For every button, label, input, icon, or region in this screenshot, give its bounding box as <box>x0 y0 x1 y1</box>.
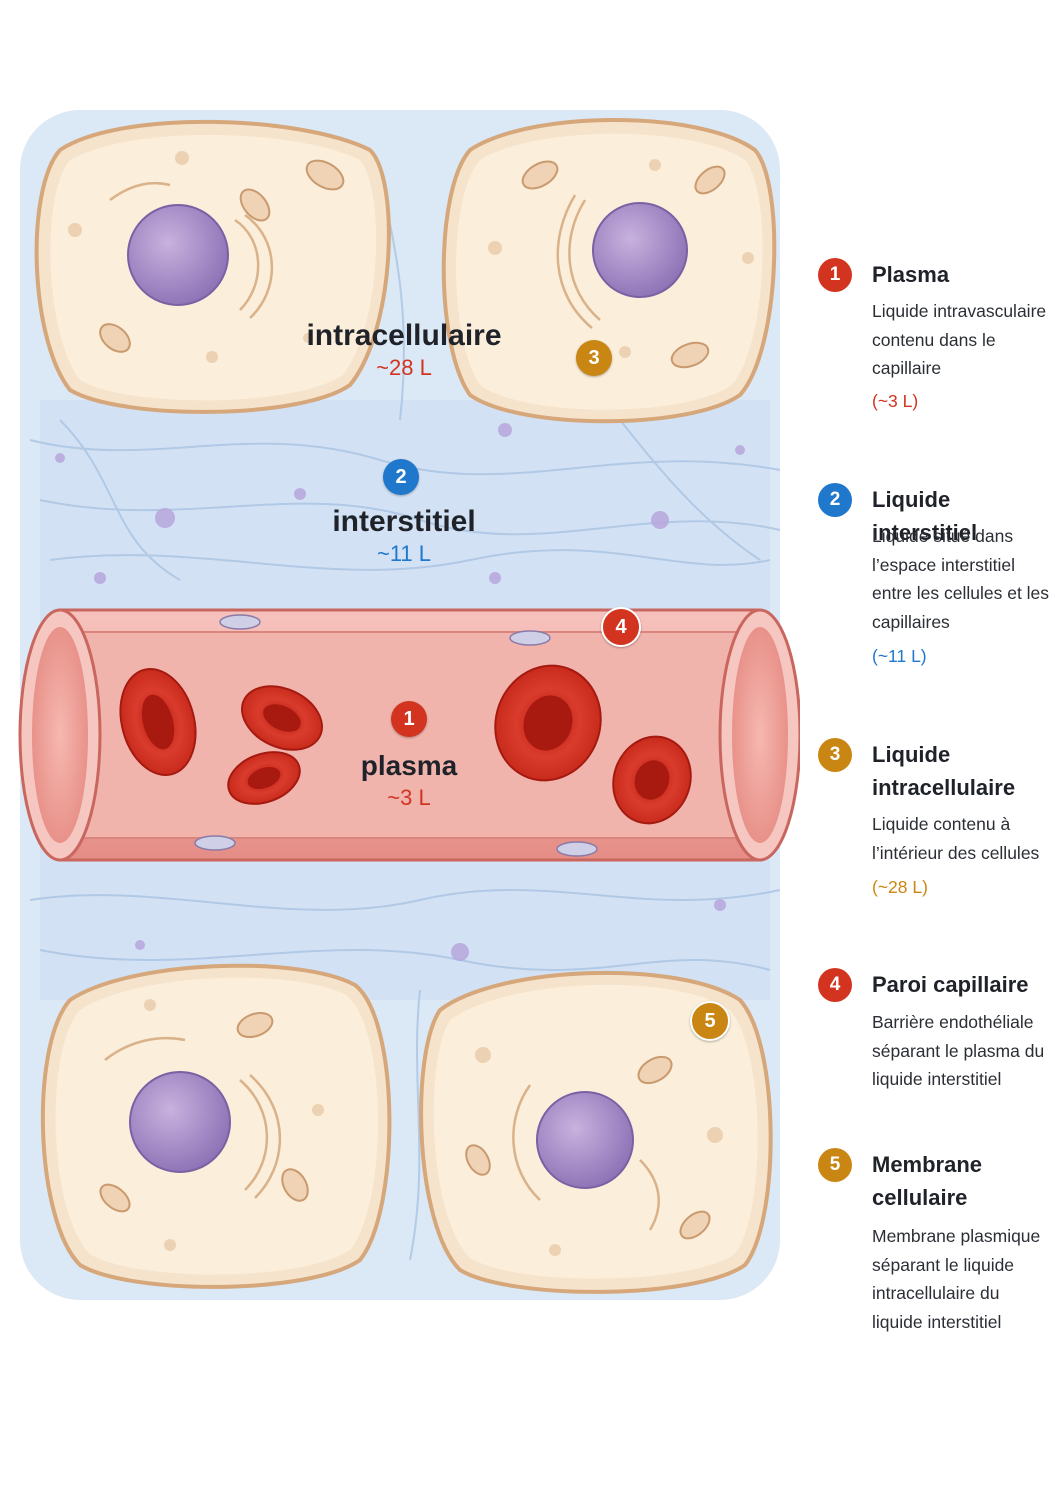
intracellular-area-label: intracellulaire ~28 L <box>306 318 501 382</box>
marker-3-intracellular: 3 <box>576 340 612 376</box>
nucleus-icon <box>129 1071 231 1173</box>
marker-1-plasma: 1 <box>391 701 427 737</box>
legend-number: 1 <box>818 258 852 292</box>
legend-number: 5 <box>818 1148 852 1182</box>
cell-bottom-right <box>419 970 773 1294</box>
legend-volume: (~3 L) <box>872 391 919 411</box>
legend-volume: (~11 L) <box>872 646 927 666</box>
legend-description: Liquide intravasculaire contenu dans le … <box>872 301 1047 378</box>
legend-number: 4 <box>818 968 852 1002</box>
legend-description: Barrière endothéliale séparant le plasma… <box>872 1012 1045 1089</box>
plasma-area-label: plasma ~3 L <box>361 748 458 812</box>
plasma-name: plasma <box>360 750 458 781</box>
interstitial-volume: ~11 L <box>376 541 432 566</box>
cell-top-right <box>441 118 777 424</box>
legend-description: Liquide situé dans l’espace interstitiel… <box>872 526 1050 632</box>
legend-title: Liquide interstitiel <box>872 487 978 545</box>
cell-bottom-left <box>40 963 392 1289</box>
legend-number: 2 <box>818 483 852 517</box>
legend-title: Paroi capillaire <box>872 972 1029 997</box>
intracellular-name: intracellulaire <box>306 319 502 352</box>
marker-4-capillary-wall: 4 <box>601 607 641 647</box>
interstitial-name: interstitiel <box>332 505 476 538</box>
intracellular-volume: ~28 L <box>376 355 432 380</box>
interstitial-fibers <box>29 179 781 1261</box>
nucleus-icon <box>536 1091 634 1189</box>
compartment-illustration <box>18 110 800 1300</box>
red-blood-cells <box>119 664 692 825</box>
legend-description: Liquide contenu à l’intérieur des cellul… <box>872 814 1040 863</box>
nucleus-icon <box>592 202 688 298</box>
cell-top-left <box>34 119 391 414</box>
legend-title: Plasma <box>872 262 950 287</box>
legend-volume: (~28 L) <box>872 877 928 897</box>
legend-title: Liquide intracellulaire <box>872 742 1016 800</box>
capillary-wall <box>60 608 760 862</box>
nucleus-icon <box>127 204 229 306</box>
legend-title: Membrane cellulaire <box>872 1152 983 1210</box>
marker-5-cell-membrane: 5 <box>690 1001 730 1041</box>
marker-2-interstitial: 2 <box>383 459 419 495</box>
interstitial-area-label: interstitiel ~11 L <box>332 504 475 568</box>
plasma-volume: ~3 L <box>387 785 431 810</box>
legend-number: 3 <box>818 738 852 772</box>
legend-description: Membrane plasmique séparant le liquide i… <box>872 1226 1041 1332</box>
